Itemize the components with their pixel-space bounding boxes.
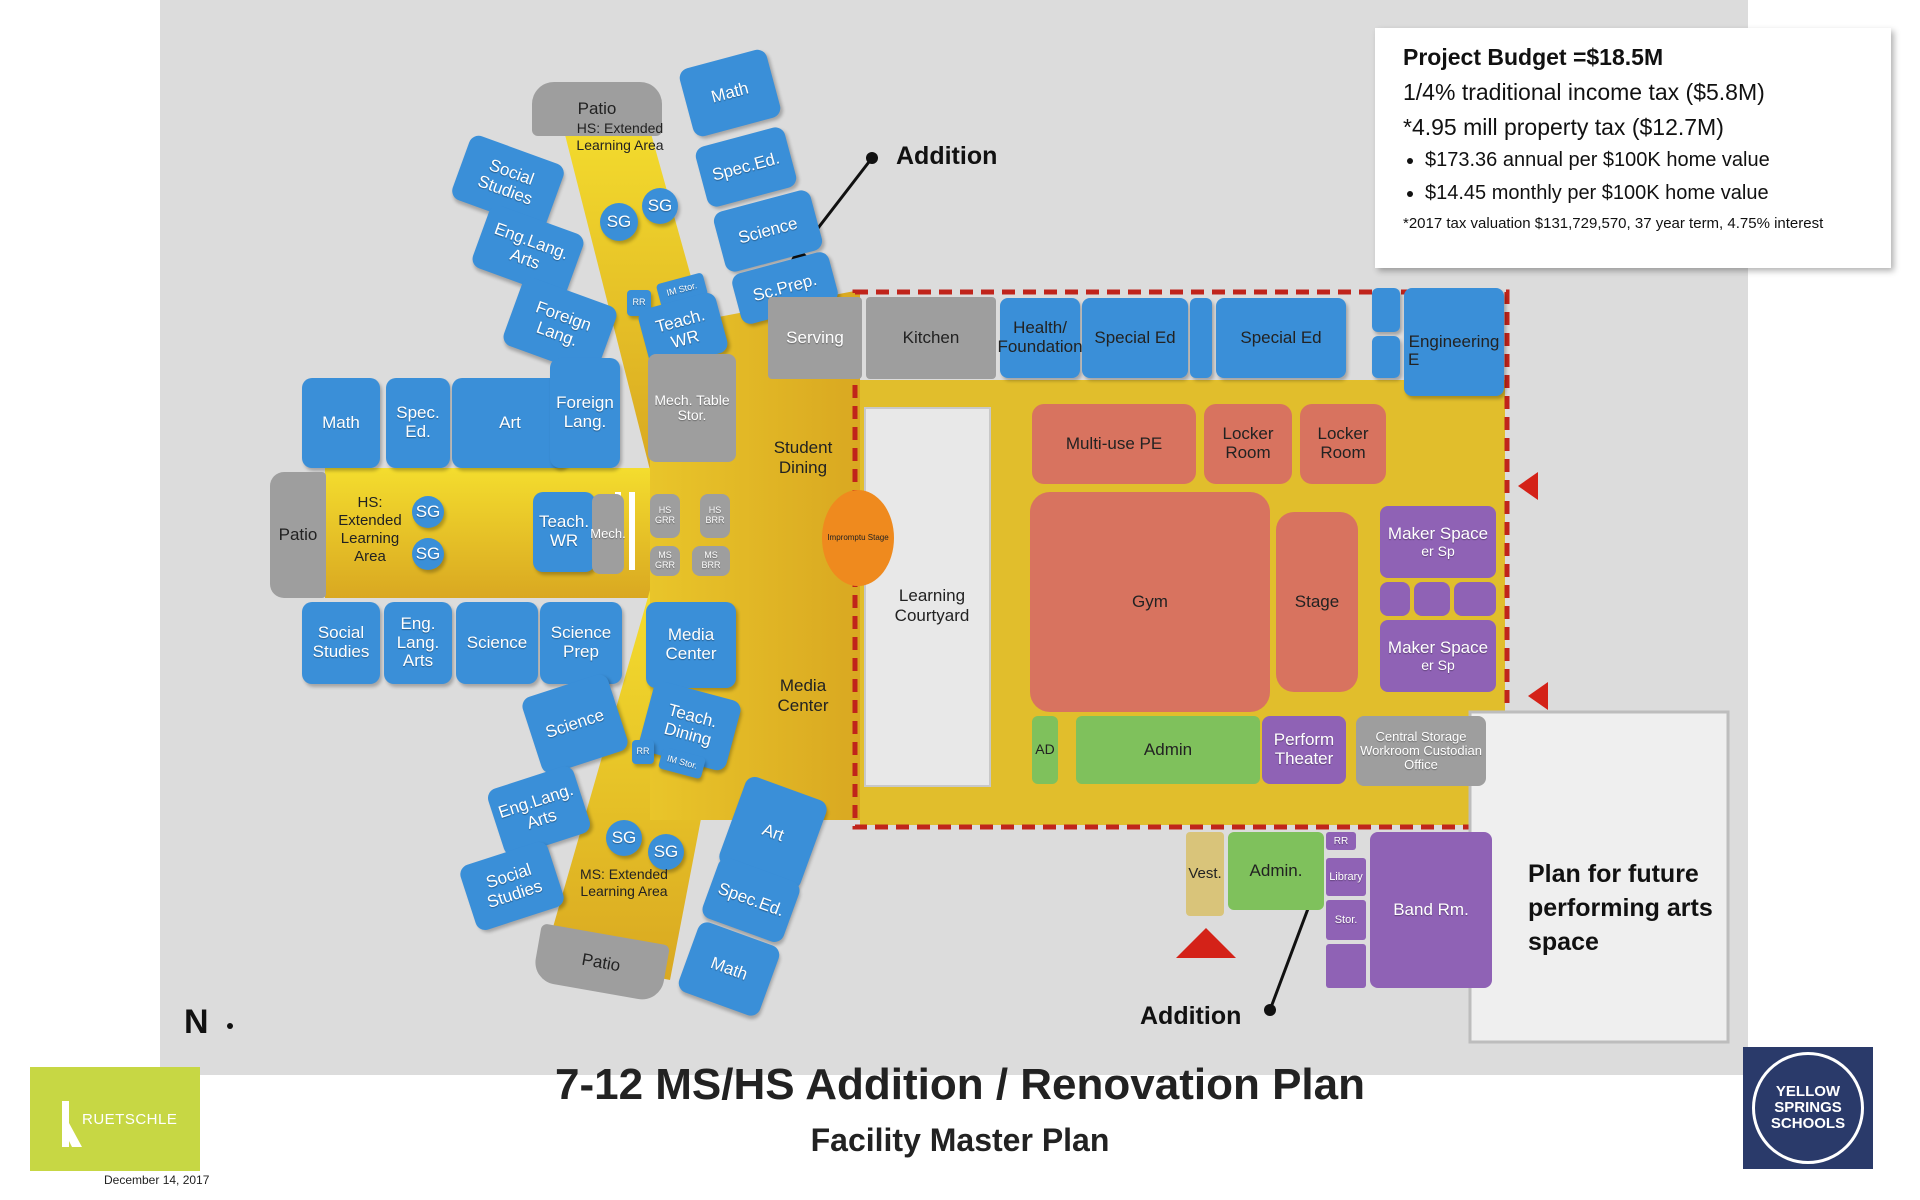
maker-closet-3 <box>1454 582 1496 616</box>
multi-use-pe: Multi-use PE <box>1032 404 1196 484</box>
ms-brr: MS BRR <box>692 546 730 576</box>
special-ed-1: Special Ed <box>1082 298 1188 378</box>
central-storage: Central Storage Workroom Custodian Offic… <box>1356 716 1486 786</box>
ms-extended-learning: MS: Extended Learning Area <box>580 866 668 899</box>
kitchen: Kitchen <box>866 297 996 379</box>
entry-triangle-1 <box>1518 472 1538 500</box>
social-studies-mid: Social Studies <box>302 602 380 684</box>
maker-closet-1 <box>1380 582 1410 616</box>
foreign-lang-mid: Foreign Lang. <box>550 358 620 468</box>
locker-room-1: Locker Room <box>1204 404 1292 484</box>
maker-space-1: Maker Space er Sp <box>1380 506 1496 578</box>
courtyard <box>864 407 991 787</box>
storage-lower-2 <box>1326 944 1366 988</box>
date: December 14, 2017 <box>104 1173 210 1187</box>
mech-mid: Mech. <box>590 494 626 574</box>
budget-income-tax: 1/4% traditional income tax ($5.8M) <box>1403 79 1765 105</box>
sg-a: SG <box>600 203 638 241</box>
ruetschle-logo-text: RUETSCHLE <box>82 1111 178 1128</box>
sg-d: SG <box>412 538 444 570</box>
ruetschle-mark-icon <box>62 1101 82 1147</box>
serving: Serving <box>768 297 862 379</box>
budget-bullets: $173.36 annual per $100K home value $14.… <box>1425 149 1863 205</box>
admin-main: Admin <box>1076 716 1260 784</box>
hs-brr: HS BRR <box>700 494 730 538</box>
maker-space-2-sub: er Sp <box>1421 656 1455 673</box>
admin-lower: Admin. <box>1228 832 1324 910</box>
budget-monthly-cost: $14.45 monthly per $100K home value <box>1425 182 1863 205</box>
project-budget-box: Project Budget =$18.5M 1/4% traditional … <box>1375 28 1891 268</box>
sg-e: SG <box>606 820 642 856</box>
page-subtitle: Facility Master Plan <box>810 1122 1110 1158</box>
media-center-label: Media Center <box>777 676 829 716</box>
addition-label-top: Addition <box>896 142 998 170</box>
mech-table-stor: Mech. Table Stor. <box>648 354 736 462</box>
budget-footnote: *2017 tax valuation $131,729,570, 37 yea… <box>1403 215 1824 232</box>
library: Library <box>1326 858 1366 896</box>
rr-admin: RR <box>1326 832 1356 850</box>
sg-b: SG <box>642 188 678 224</box>
entry-triangle-2 <box>1528 682 1548 710</box>
sg-c: SG <box>412 496 444 528</box>
ruetschle-logo: RUETSCHLE <box>30 1067 200 1171</box>
engineering: Engineering <box>1404 288 1504 396</box>
ms-grr: MS GRR <box>650 546 680 576</box>
future-arts-label: Plan for future performing arts space <box>1528 858 1713 959</box>
patio-top: Patio <box>532 82 662 136</box>
budget-title: Project Budget =$18.5M <box>1403 44 1664 70</box>
addition-arrow-bottom <box>1268 897 1314 1011</box>
future-arts-line-2: performing arts <box>1528 893 1713 922</box>
hs-extended-learning-top: HS: Extended Learning Area <box>576 120 664 153</box>
perform-theater: Perform Theater <box>1262 716 1346 784</box>
maker-space-1-label: Maker Space <box>1387 523 1489 543</box>
art-mid: Art <box>452 378 568 468</box>
storage-lower: Stor. <box>1326 900 1366 940</box>
maker-space-1-sub: er Sp <box>1421 542 1455 559</box>
maker-space-2: Maker Space er Sp <box>1380 620 1496 692</box>
engineering-closet-2 <box>1372 336 1400 378</box>
future-arts-outline <box>1468 710 1730 1044</box>
band-room: Band Rm. <box>1370 832 1492 988</box>
future-arts-line-1: Plan for future <box>1528 860 1699 888</box>
addition-arrow-bottom-dot <box>1264 1004 1276 1016</box>
impromptu-stage: Impromptu Stage <box>822 490 894 586</box>
yellow-springs-logo: YELLOW SPRINGS SCHOOLS <box>1743 1047 1873 1169</box>
maker-space-2-label: Maker Space <box>1387 637 1489 657</box>
engineering-closet-1 <box>1372 288 1400 332</box>
ad-office: AD <box>1032 716 1058 784</box>
vestibule: Vest. <box>1186 832 1224 916</box>
entry-triangle-4 <box>1176 928 1236 958</box>
yellow-springs-seal: YELLOW SPRINGS SCHOOLS <box>1752 1052 1864 1164</box>
future-arts-line-3: space <box>1528 927 1599 956</box>
budget-annual-cost: $173.36 annual per $100K home value <box>1425 149 1863 172</box>
sg-f: SG <box>648 834 684 870</box>
addition-label-bottom: Addition <box>1140 1002 1242 1030</box>
locker-room-2: Locker Room <box>1300 404 1386 484</box>
health-foundation: Health/ Foundation <box>997 298 1083 378</box>
student-dining-label: Student Dining <box>773 438 833 478</box>
eng-lang-arts-mid: Eng. Lang. Arts <box>384 602 452 684</box>
hs-grr: HS GRR <box>650 494 680 538</box>
maker-closet-2 <box>1414 582 1450 616</box>
science-prep: Science Prep <box>540 602 622 684</box>
addition-arrow-top-dot <box>866 152 878 164</box>
science-mid: Science <box>456 602 538 684</box>
gym: Gym <box>1030 492 1270 712</box>
budget-property-tax: *4.95 mill property tax ($12.7M) <box>1403 114 1724 140</box>
rr-low: RR <box>632 740 654 764</box>
media-center-room: Media Center <box>646 602 736 688</box>
north-dot <box>227 1023 233 1029</box>
spec-ed-mid: Spec. Ed. <box>386 378 450 468</box>
special-ed-2: Special Ed <box>1216 298 1346 378</box>
special-ed-small <box>1190 298 1212 378</box>
north-label: N <box>184 1003 209 1041</box>
math-mid: Math <box>302 378 380 468</box>
engineering-e: E <box>1408 350 1420 369</box>
page-title: 7-12 MS/HS Addition / Renovation Plan <box>554 1060 1365 1109</box>
teach-wr-mid: Teach. WR <box>533 492 595 572</box>
patio-left: Patio <box>270 472 326 598</box>
stage: Stage <box>1276 512 1358 692</box>
hs-extended-learning-mid: HS: Extended Learning Area <box>338 494 402 565</box>
learning-courtyard-label: Learning Courtyard <box>894 586 970 626</box>
